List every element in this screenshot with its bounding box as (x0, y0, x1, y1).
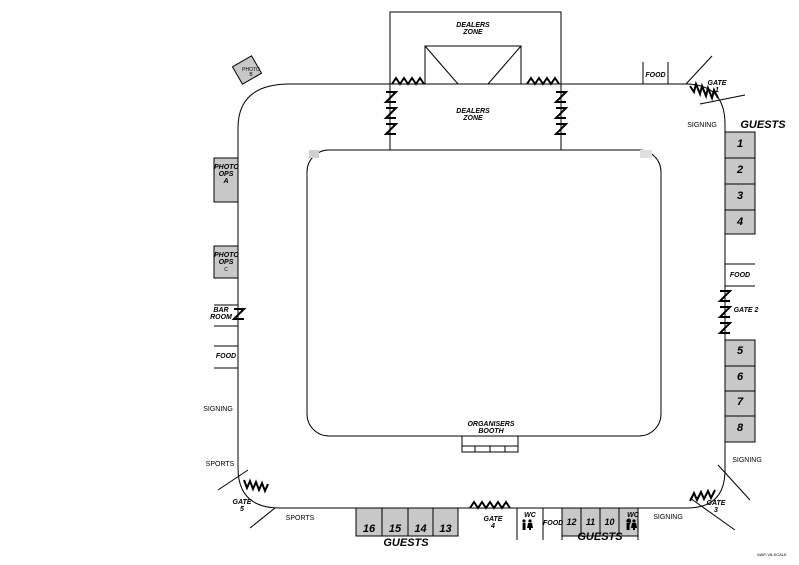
top-food-label: FOOD (645, 72, 666, 79)
guest-table-14-label: 14 (414, 523, 427, 535)
wc-icon-1 (522, 519, 533, 530)
barrier-gate-5 (243, 478, 269, 494)
guest-table-6 (724, 365, 756, 392)
guest-table-15-label: 15 (388, 523, 402, 535)
barrier-left-vert (383, 91, 399, 135)
right-food-label: FOOD (729, 272, 751, 279)
bottom-sports-label: SPORTS (285, 515, 315, 522)
signing-top-label: SIGNING (687, 122, 717, 129)
guest-table-9-label: 9 (625, 517, 631, 527)
guest-table-4 (724, 209, 756, 235)
barrier-gate-4 (469, 500, 511, 510)
guest-table-15 (381, 507, 409, 537)
photo-ops-c-booth (213, 245, 239, 279)
guest-table-7 (724, 390, 756, 417)
guest-table-13 (432, 507, 459, 537)
guest-table-13-label: 13 (439, 523, 452, 535)
gate-1-label: GATE 1 (707, 80, 727, 94)
bottom-food-label: FOOD (543, 520, 564, 527)
barrier-right-vert (553, 91, 569, 135)
dealers-funnel (424, 45, 522, 85)
photo-b-label: PHOTO B (242, 67, 260, 78)
barrier-bar-room (231, 308, 247, 320)
inner-arena (306, 149, 662, 437)
dealers-zone-outer (389, 11, 562, 84)
guest-table-3-label: 3 (736, 190, 744, 202)
bar-room-label: BAR ROOM (210, 307, 232, 321)
photo-ops-a-label: PHOTO OPS A (214, 164, 239, 185)
guest-table-4-label: 4 (736, 216, 744, 228)
guest-table-16-label: 16 (362, 523, 376, 535)
guest-table-6-label: 6 (736, 371, 744, 383)
bottom-signing-label: SIGNING (653, 514, 683, 521)
barrier-dealers-left (391, 76, 425, 86)
guest-table-8 (724, 415, 756, 443)
left-food-label: FOOD (215, 353, 237, 360)
gate-3-label: GATE 3 (706, 500, 726, 514)
organisers-booth-label: ORGANISERS BOOTH (467, 421, 515, 435)
guest-table-7-label: 7 (736, 396, 744, 408)
guest-table-8-label: 8 (736, 422, 744, 434)
guests-right-header: GUESTS (740, 119, 786, 131)
guest-table-1 (724, 131, 756, 159)
wc-icon-2 (626, 519, 637, 530)
guest-table-10-label: 10 (604, 517, 615, 527)
gate-4-label: GATE 4 (483, 516, 503, 530)
photo-b-booth (231, 55, 263, 85)
signing-right-label: SIGNING (732, 457, 762, 464)
footer-note: MAP-V8-SCALE (757, 552, 787, 557)
dealers-zone-top-label: DEALERS ZONE (456, 22, 490, 36)
guest-table-16 (355, 507, 383, 537)
guests-bottom-right-header: GUESTS (577, 531, 623, 543)
guests-bottom-left-header: GUESTS (383, 537, 429, 549)
guest-table-11-label: 11 (585, 517, 596, 527)
wc-2-label: WC (627, 512, 639, 519)
guest-table-2-label: 2 (736, 164, 744, 176)
barrier-gate-2 (717, 290, 733, 334)
photo-ops-c-letter: C (224, 267, 228, 273)
dealers-zone-inner-label: DEALERS ZONE (456, 108, 490, 122)
hall-outline (237, 83, 726, 509)
guest-table-5-label: 5 (736, 345, 744, 357)
left-sports-label: SPORTS (205, 461, 235, 468)
guest-table-1-label: 1 (736, 138, 744, 150)
guest-table-14 (407, 507, 434, 537)
left-signing-label: SIGNING (203, 406, 233, 413)
photo-ops-c-label: PHOTO OPS (214, 252, 239, 266)
guest-table-12-label: 12 (566, 517, 577, 527)
gate-2-label: GATE 2 (733, 307, 759, 314)
barrier-gate-3 (689, 488, 716, 503)
gate-5-label: GATE 5 (232, 499, 252, 513)
guest-table-2 (724, 157, 756, 185)
photo-ops-a-booth (213, 157, 239, 203)
barrier-dealers-right (526, 76, 560, 86)
barrier-gate-1 (689, 80, 719, 102)
wc-1-label: WC (524, 512, 536, 519)
